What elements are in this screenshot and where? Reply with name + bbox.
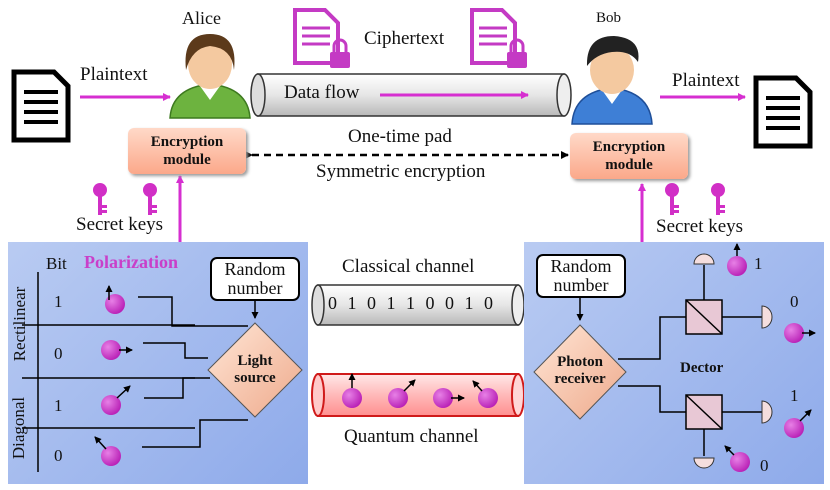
locked-document-icon	[470, 8, 527, 68]
symmetric-encryption-label: Symmetric encryption	[316, 161, 486, 182]
diagonal-label: Diagonal	[9, 396, 28, 460]
random-line: Random	[550, 256, 612, 276]
photon-receiver-diamond	[533, 324, 627, 420]
bob-avatar	[571, 36, 653, 125]
key-icon	[665, 183, 679, 215]
detector-label: Dector	[680, 360, 724, 376]
polarization-header: Polarization	[84, 252, 178, 272]
module-line: module	[605, 157, 653, 173]
photon-receiver-label: Photon receiver	[546, 354, 614, 388]
detector-output: 0	[790, 292, 799, 311]
locked-document-icon	[293, 8, 350, 68]
secret-keys-label-left: Secret keys	[76, 214, 164, 235]
one-time-pad-label: One-time pad	[348, 126, 452, 147]
classical-bits: 0 1 0 1 1 0 0 1 0	[328, 293, 496, 313]
detector-output: 1	[754, 254, 763, 273]
secret-keys-label-right: Secret keys	[656, 216, 744, 237]
module-line: Encryption	[150, 134, 224, 150]
document-icon	[753, 75, 813, 149]
light-source-line: source	[234, 370, 276, 386]
bit-value: 0	[54, 446, 63, 465]
bit-value: 0	[54, 344, 63, 363]
rectilinear-label: Rectilinear	[10, 286, 29, 362]
detected-photons	[724, 243, 816, 472]
alice-avatar	[169, 34, 251, 119]
receiver-line: receiver	[554, 371, 606, 387]
detector-output: 0	[760, 456, 769, 475]
data-flow-label: Data flow	[284, 82, 360, 103]
key-icon	[143, 183, 157, 215]
encryption-module-right: Encryption module	[570, 133, 688, 179]
classical-channel-label: Classical channel	[342, 256, 475, 277]
bit-value: 1	[54, 396, 63, 415]
random-line: Random	[224, 259, 286, 279]
ciphertext-label: Ciphertext	[364, 28, 445, 49]
random-line: number	[227, 278, 283, 298]
quantum-photons	[342, 373, 498, 408]
module-line: Encryption	[592, 139, 666, 155]
light-source-line: Light	[237, 353, 273, 369]
bob-name: Bob	[596, 10, 622, 26]
bit-header: Bit	[46, 254, 67, 273]
encryption-module-left: Encryption module	[128, 128, 246, 174]
quantum-channel-label: Quantum channel	[344, 426, 479, 447]
classical-channel-pipe	[311, 284, 525, 326]
key-icon	[93, 183, 107, 215]
random-number-box-bob: Random number	[536, 254, 626, 298]
bit-value: 1	[54, 292, 63, 311]
beam-splitter-lower	[685, 394, 773, 469]
random-line: number	[553, 275, 609, 295]
receiver-line: Photon	[557, 354, 603, 370]
module-line: module	[163, 152, 211, 168]
plaintext-label-left: Plaintext	[80, 64, 148, 85]
beam-splitter-upper	[685, 253, 773, 335]
plaintext-label-right: Plaintext	[672, 70, 740, 91]
light-source-label: Light source	[222, 353, 288, 387]
random-number-box-alice: Random number	[210, 257, 300, 301]
photon-marks	[94, 285, 133, 466]
alice-name: Alice	[182, 8, 221, 28]
light-source-diamond	[207, 322, 303, 418]
key-icon	[711, 183, 725, 215]
detector-output: 1	[790, 386, 799, 405]
document-icon	[11, 69, 71, 143]
